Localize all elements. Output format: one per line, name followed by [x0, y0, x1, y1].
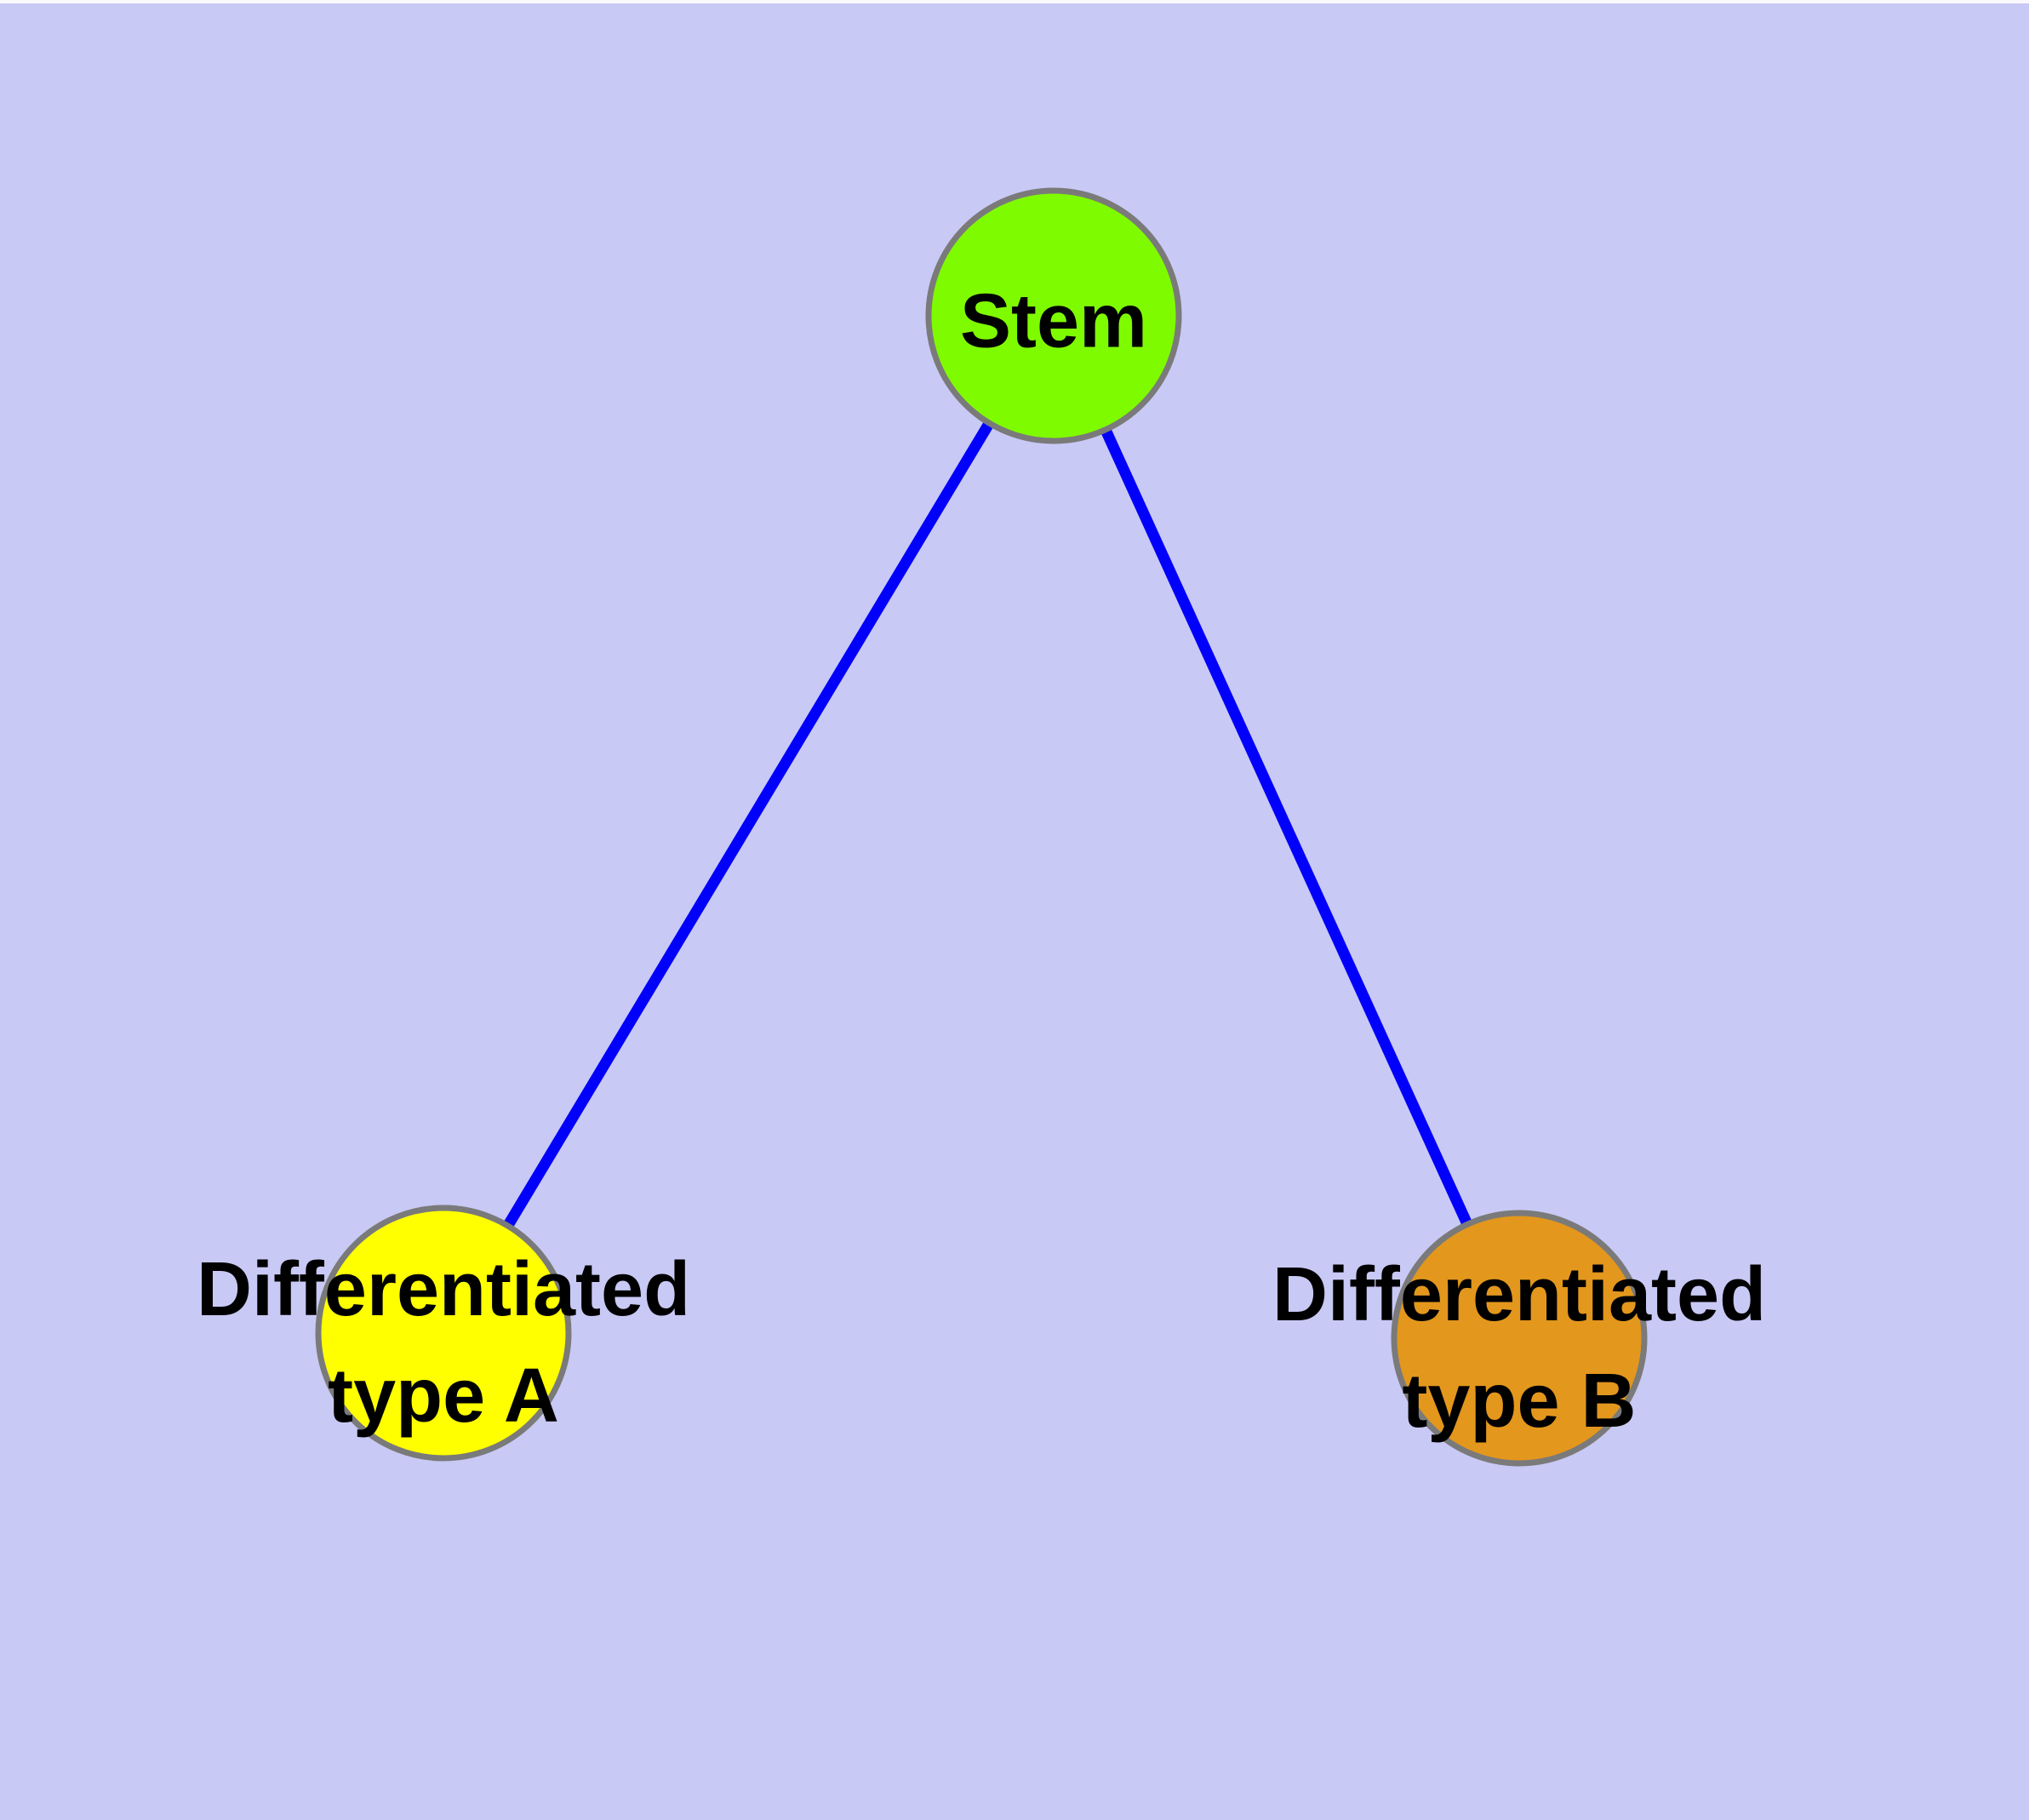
node-differentiated-type-b: [1391, 1210, 1648, 1467]
node-label-differentiated-type-b: Differentiated type B: [1272, 1242, 1766, 1455]
node-stem: [925, 187, 1182, 444]
edge-stem-to-type-a: [438, 312, 1059, 1336]
top-margin-strip: [0, 0, 2029, 3]
node-label-type-a-line1: Differentiated: [196, 1247, 691, 1332]
node-label-type-b-line1: Differentiated: [1272, 1252, 1767, 1337]
node-label-stem: Stem: [960, 269, 1147, 375]
node-differentiated-type-a: [315, 1205, 572, 1462]
node-label-stem-text: Stem: [959, 278, 1148, 364]
node-label-differentiated-type-a: Differentiated type A: [197, 1237, 690, 1450]
edge-stem-to-type-b: [1049, 313, 1524, 1341]
node-label-type-a-line2: type A: [328, 1354, 559, 1439]
node-label-type-b-line2: type B: [1402, 1359, 1637, 1444]
